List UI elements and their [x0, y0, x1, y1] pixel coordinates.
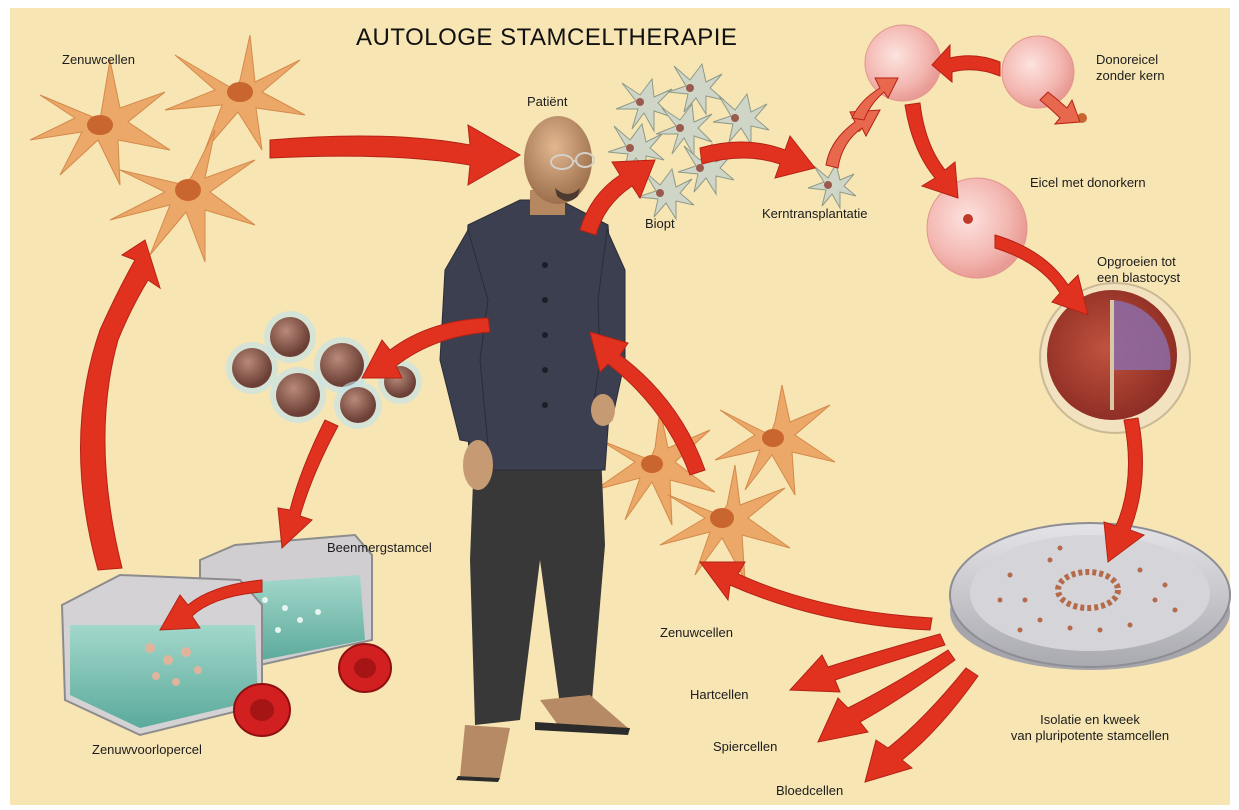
- label-donoreicel-line1: Donoreicel: [1096, 52, 1158, 68]
- label-patient: Patiënt: [527, 94, 567, 110]
- label-isolatie-line1: Isolatie en kweek: [1010, 712, 1170, 728]
- label-donoreicel-line2: zonder kern: [1096, 68, 1165, 84]
- label-kerntransplantatie: Kerntransplantatie: [762, 206, 868, 222]
- label-zenuwcellen-mid: Zenuwcellen: [660, 625, 733, 641]
- label-opgroeien-line2: een blastocyst: [1097, 270, 1180, 286]
- neuron-cluster-center: [595, 385, 835, 580]
- label-biopt: Biopt: [645, 216, 675, 232]
- label-beenmergstamcel: Beenmergstamcel: [327, 540, 432, 556]
- label-zenuwvoorlopercel: Zenuwvoorlopercel: [92, 742, 202, 758]
- label-hartcellen: Hartcellen: [690, 687, 749, 703]
- diagram-title: AUTOLOGE STAMCELTHERAPIE: [356, 24, 737, 52]
- biopsy-cells: [608, 64, 856, 219]
- neuron-cluster-top-left: [30, 35, 305, 262]
- label-bloedcellen: Bloedcellen: [776, 783, 843, 799]
- petri-dish: [950, 523, 1230, 670]
- label-eicel-met-donorkern: Eicel met donorkern: [1030, 175, 1146, 191]
- label-isolatie-line2: van pluripotente stamcellen: [990, 728, 1190, 744]
- label-zenuwcellen-top: Zenuwcellen: [62, 52, 135, 68]
- label-spiercellen: Spiercellen: [713, 739, 777, 755]
- label-opgroeien-line1: Opgroeien tot: [1097, 254, 1176, 270]
